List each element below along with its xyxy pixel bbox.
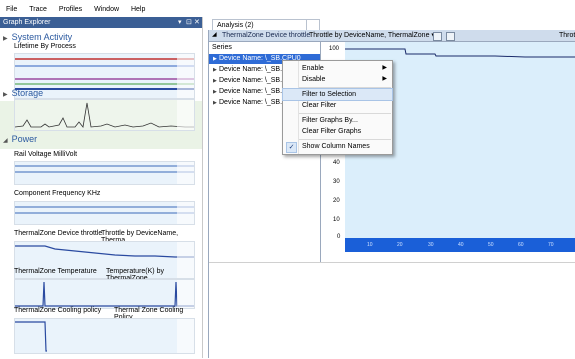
x-tick-label: 30 — [428, 242, 434, 248]
menu-item-filter-graphs-by[interactable]: Filter Graphs By... — [302, 117, 358, 124]
new-tab-button[interactable] — [306, 19, 320, 31]
series-header: Series — [212, 44, 232, 51]
x-tick-label: 70 — [548, 242, 554, 248]
graph-subtitle-temperature: Temperature(K) by ThermalZone — [106, 268, 164, 282]
graph-title-rail-voltage: Rail Voltage MilliVolt — [14, 151, 78, 158]
graph-title-thermalzone-temperature: ThermalZone Temperature — [14, 268, 97, 275]
context-menu: Enable▶ Disable▶ Filter to Selection Cle… — [282, 60, 393, 155]
lifetime-lines — [15, 58, 194, 90]
graph-explorer-title-bar: Graph Explorer ▾ ⊡ ✕ — [0, 17, 202, 28]
dropdown-icon[interactable]: ▾ — [178, 19, 182, 26]
menu-item-filter-to-selection[interactable]: Filter to Selection — [282, 88, 393, 101]
y-tick-label: 0 — [337, 234, 341, 240]
menu-item-show-column-names[interactable]: ✓ Show Column Names — [283, 141, 392, 153]
storage-spikes — [15, 102, 194, 128]
graph-subtitle-cooling: Thermal Zone Cooling Policy — [114, 307, 184, 321]
throttle-series-line — [345, 48, 575, 58]
menu-window[interactable]: Window — [94, 6, 120, 13]
graph-title-lifetime-by-process: Lifetime By Process — [14, 43, 76, 50]
view-toolbar: ◢ ThermalZone Device throttle Throttle b… — [209, 30, 575, 42]
collapse-view-icon[interactable]: ◢ — [212, 32, 217, 38]
section-storage[interactable]: ▶Storage — [3, 88, 44, 98]
graph-thumbnail-thermalzone-temperature[interactable] — [14, 279, 195, 309]
graph-explorer-title: Graph Explorer — [3, 19, 51, 26]
y-tick-label: 40 — [333, 160, 340, 166]
y-tick-label: 30 — [333, 179, 340, 185]
section-system-activity[interactable]: ▶System Activity — [3, 32, 73, 42]
graph-title-component-frequency: Component Frequency KHz — [14, 190, 101, 197]
expand-triangle-icon[interactable]: ▶ — [3, 36, 8, 42]
graph-thumbnail-component-frequency[interactable] — [14, 201, 195, 225]
menu-item-clear-filter[interactable]: Clear Filter — [302, 102, 337, 109]
graph-title-thermalzone-cooling: ThermalZone Cooling policy — [14, 307, 102, 314]
menu-item-disable[interactable]: Disable▶ — [302, 76, 387, 83]
x-tick-label: 50 — [488, 242, 494, 248]
section-power[interactable]: ◢Power — [3, 134, 38, 144]
submenu-arrow-icon: ▶ — [382, 65, 387, 71]
y-tick-label: 20 — [333, 198, 340, 204]
lower-empty-area — [209, 262, 575, 359]
temperature-line — [15, 281, 194, 307]
menu-trace[interactable]: Trace — [29, 6, 47, 13]
y-tick-label: 100 — [329, 46, 340, 52]
settings-icon[interactable] — [446, 32, 455, 41]
series-row[interactable]: ▶Device Name: \_SB.CPU1 — [213, 66, 301, 73]
menu-file[interactable]: File — [6, 6, 18, 13]
series-row[interactable]: ▶Device Name: \_SB.CR — [213, 88, 293, 95]
series-row[interactable]: ▶Device Name: \_SB.CP — [213, 99, 292, 106]
series-row-selected[interactable]: ▶Device Name: \_SB.CPU0 — [209, 54, 320, 64]
time-axis[interactable]: 10 20 30 40 50 60 70 — [345, 238, 575, 252]
preset-dropdown[interactable]: Throttle by DeviceName, ThermalZone ▾ — [309, 32, 435, 39]
throttle-line — [15, 245, 194, 258]
close-icon[interactable]: ✕ — [194, 19, 200, 26]
graph-type-icon[interactable] — [433, 32, 442, 41]
pin-icon[interactable]: ⊡ — [186, 19, 192, 26]
graph-thumbnail-lifetime-by-process[interactable] — [14, 53, 195, 99]
expand-triangle-icon[interactable]: ▶ — [3, 92, 8, 98]
view-title: ThermalZone Device throttle — [222, 32, 311, 39]
frequency-lines — [15, 206, 194, 214]
x-tick-label: 20 — [397, 242, 403, 248]
series-row[interactable]: ▶Device Name: \_SB.BA — [213, 77, 292, 84]
graph-thumbnail-thermalzone-throttle[interactable] — [14, 241, 195, 279]
menu-item-enable[interactable]: Enable▶ — [302, 65, 387, 72]
checkmark-icon: ✓ — [286, 142, 297, 153]
graph-thumbnail-storage[interactable] — [14, 99, 195, 131]
x-tick-label: 60 — [518, 242, 524, 248]
graph-thumbnail-rail-voltage[interactable] — [14, 161, 195, 185]
menu-item-clear-filter-graphs[interactable]: Clear Filter Graphs — [302, 128, 362, 135]
cooling-line — [15, 321, 47, 352]
column-header-throttle: Thrott — [559, 32, 575, 39]
menu-help[interactable]: Help — [130, 6, 146, 13]
graph-explorer-panel: Graph Explorer ▾ ⊡ ✕ ▶System Activity Li… — [0, 17, 203, 358]
analysis-tab-bar: Analysis (2) — [208, 17, 575, 31]
menu-profiles[interactable]: Profiles — [58, 6, 83, 13]
rail-voltage-lines — [15, 165, 194, 173]
y-tick-label: 10 — [333, 217, 340, 223]
graph-thumbnail-thermalzone-cooling[interactable] — [14, 318, 195, 354]
graph-subtitle-throttle: Throttle by DeviceName, Therma... — [101, 230, 179, 244]
submenu-arrow-icon: ▶ — [382, 76, 387, 82]
menu-bar: File Trace Profiles Window Help — [0, 0, 575, 17]
x-tick-label: 10 — [367, 242, 373, 248]
graph-title-thermalzone-throttle: ThermalZone Device throttle — [14, 230, 103, 237]
collapse-triangle-icon[interactable]: ◢ — [3, 138, 8, 144]
x-tick-label: 40 — [458, 242, 464, 248]
